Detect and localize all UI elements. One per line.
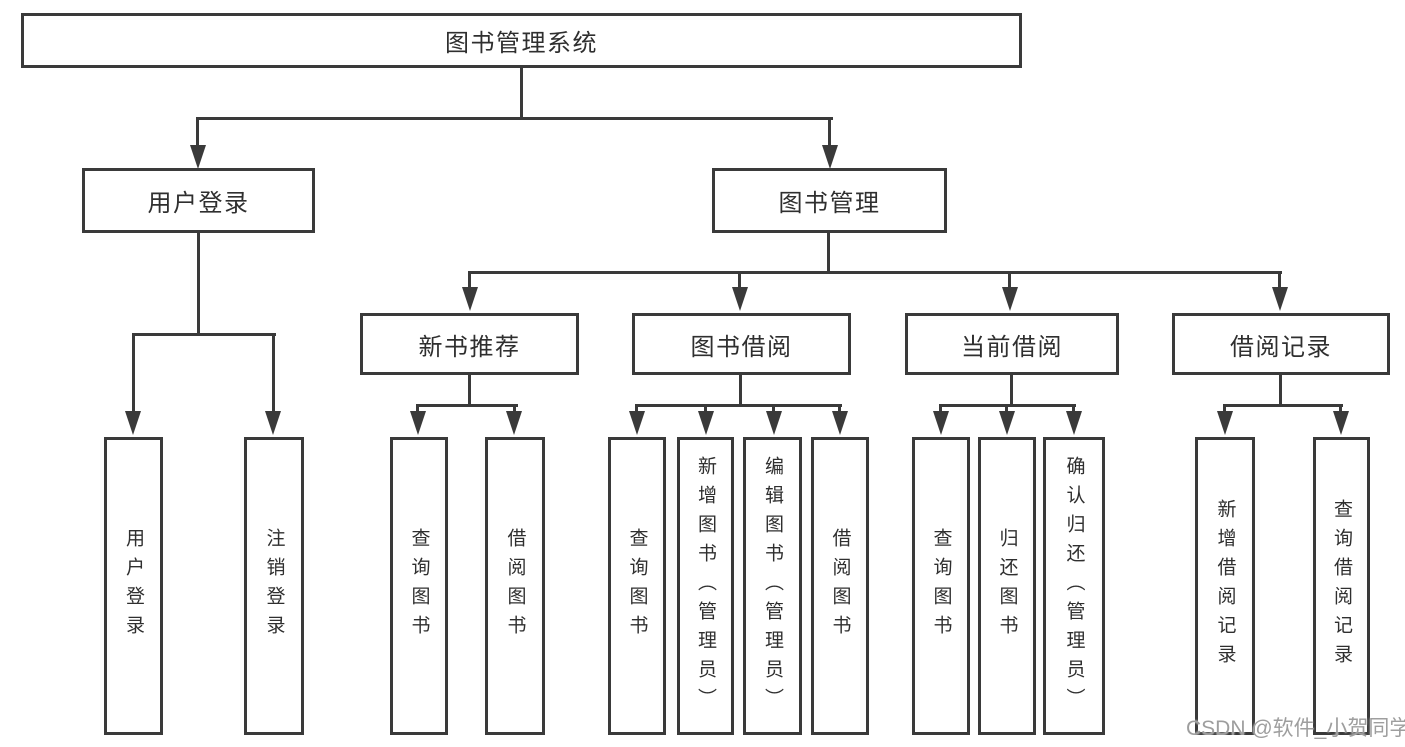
leaf-add-book-admin: 新增图书（管理员） (677, 437, 734, 735)
arrowhead-book-management (822, 145, 838, 169)
leaf-add-book-admin-label: 新增图书（管理员） (695, 455, 716, 717)
arrowhead-recommend-borrow (506, 411, 522, 435)
leaf-current-query-books: 查询图书 (912, 437, 970, 735)
connector-records-drop-2 (1339, 404, 1342, 416)
leaf-add-borrow-record: 新增借阅记录 (1195, 437, 1255, 735)
connector-mgmt-drop-2 (738, 271, 741, 291)
node-borrow-records-label: 借阅记录 (1230, 333, 1332, 361)
node-borrow-records: 借阅记录 (1172, 313, 1390, 375)
node-new-book-recommend-label: 新书推荐 (418, 333, 521, 361)
connector-borrow-bar (635, 404, 842, 407)
leaf-return-book-label: 归还图书 (996, 528, 1018, 644)
leaf-user-login-label: 用户登录 (123, 528, 144, 644)
node-current-borrow-label: 当前借阅 (961, 333, 1063, 361)
leaf-recommend-borrow-books: 借阅图书 (485, 437, 545, 735)
connector-current-drop-2 (1005, 404, 1008, 416)
arrowhead-current-return (999, 411, 1015, 435)
connector-mgmt-stem (827, 233, 830, 274)
leaf-add-borrow-record-label: 新增借阅记录 (1214, 499, 1236, 673)
connector-records-bar (1223, 404, 1343, 407)
arrowhead-leaf-logout (265, 411, 281, 435)
connector-mgmt-drop-4 (1278, 271, 1281, 291)
node-book-borrow: 图书借阅 (632, 313, 851, 375)
arrowhead-leaf-user-login (125, 411, 141, 435)
leaf-current-query-books-label: 查询图书 (930, 528, 952, 644)
connector-root-drop-left (196, 117, 199, 147)
connector-borrow-drop-1 (635, 404, 638, 416)
leaf-logout-label: 注销登录 (263, 528, 285, 644)
leaf-user-login: 用户登录 (104, 437, 163, 735)
leaf-recommend-borrow-books-label: 借阅图书 (504, 528, 526, 644)
arrowhead-new-book-recommend (462, 287, 478, 311)
leaf-borrow-borrow-books-label: 借阅图书 (829, 528, 851, 644)
arrowhead-current-query (933, 411, 949, 435)
leaf-borrow-query-books: 查询图书 (608, 437, 666, 735)
connector-root-bar (196, 117, 833, 120)
arrowhead-current-borrow (1002, 287, 1018, 311)
leaf-recommend-query-books-label: 查询图书 (408, 528, 430, 644)
arrowhead-records-query (1333, 411, 1349, 435)
connector-mgmt-drop-1 (468, 271, 471, 291)
node-book-management-label: 图书管理 (778, 190, 881, 217)
node-current-borrow: 当前借阅 (905, 313, 1119, 375)
connector-root-stem (520, 68, 523, 118)
leaf-borrow-query-books-label: 查询图书 (626, 528, 648, 644)
node-book-management: 图书管理 (712, 168, 947, 233)
connector-borrow-drop-3 (772, 404, 775, 416)
connector-login-drop-left (132, 333, 135, 413)
leaf-borrow-borrow-books: 借阅图书 (811, 437, 869, 735)
connector-recommend-drop-1 (416, 404, 419, 416)
connector-root-drop-right (828, 117, 831, 147)
arrowhead-borrow-edit (766, 411, 782, 435)
leaf-query-borrow-record: 查询借阅记录 (1313, 437, 1370, 735)
arrowhead-recommend-query (410, 411, 426, 435)
connector-login-drop-right (272, 333, 275, 413)
connector-current-drop-3 (1072, 404, 1075, 416)
connector-borrow-drop-4 (838, 404, 841, 416)
node-root-label: 图书管理系统 (445, 30, 598, 57)
connector-mgmt-drop-3 (1008, 271, 1011, 291)
arrowhead-borrow-query (629, 411, 645, 435)
arrowhead-book-borrow (732, 287, 748, 311)
leaf-return-book: 归还图书 (978, 437, 1036, 735)
connector-mgmt-bar (468, 271, 1282, 274)
connector-records-stem (1279, 375, 1282, 407)
arrowhead-borrow-borrow (832, 411, 848, 435)
node-new-book-recommend: 新书推荐 (360, 313, 579, 375)
connector-current-drop-1 (939, 404, 942, 416)
leaf-query-borrow-record-label: 查询借阅记录 (1331, 499, 1352, 673)
node-book-borrow-label: 图书借阅 (690, 333, 793, 361)
arrowhead-borrow-add (698, 411, 714, 435)
leaf-edit-book-admin: 编辑图书（管理员） (743, 437, 802, 735)
connector-login-bar (132, 333, 276, 336)
connector-recommend-drop-2 (513, 404, 516, 416)
csdn-watermark: CSDN @软件_小贺同学 (1186, 717, 1405, 740)
leaf-confirm-return-admin-label: 确认归还（管理员） (1063, 455, 1085, 717)
leaf-confirm-return-admin: 确认归还（管理员） (1043, 437, 1105, 735)
connector-login-stem (197, 233, 200, 336)
arrowhead-borrow-records (1272, 287, 1288, 311)
leaf-edit-book-admin-label: 编辑图书（管理员） (762, 455, 783, 717)
connector-borrow-drop-2 (704, 404, 707, 416)
arrowhead-records-add (1217, 411, 1233, 435)
connector-recommend-stem (468, 375, 471, 407)
arrowhead-current-confirm (1066, 411, 1082, 435)
connector-current-stem (1010, 375, 1013, 407)
connector-records-drop-1 (1223, 404, 1226, 416)
connector-borrow-stem (739, 375, 742, 407)
arrowhead-user-login (190, 145, 206, 169)
leaf-logout: 注销登录 (244, 437, 304, 735)
node-user-login: 用户登录 (82, 168, 315, 233)
node-root: 图书管理系统 (21, 13, 1022, 68)
node-user-login-label: 用户登录 (147, 190, 250, 217)
connector-recommend-bar (416, 404, 518, 407)
leaf-recommend-query-books: 查询图书 (390, 437, 448, 735)
